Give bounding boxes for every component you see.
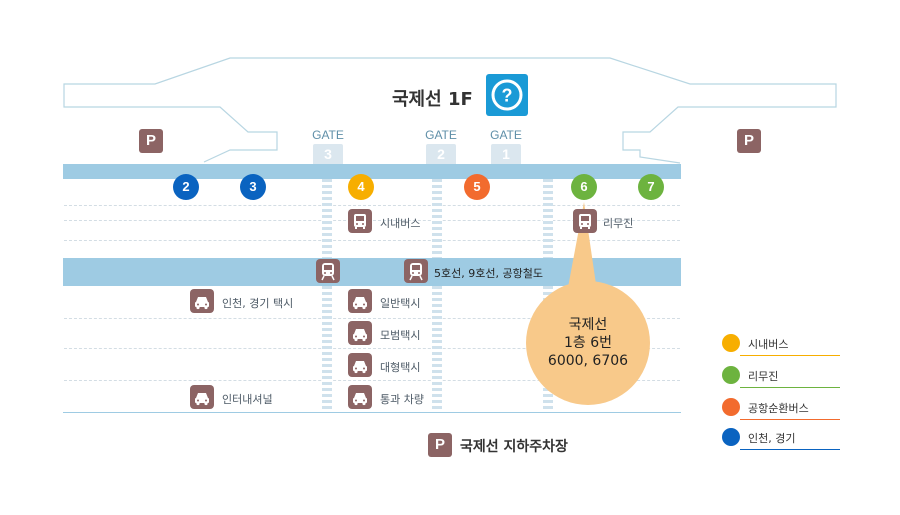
parking-left-badge: P bbox=[139, 129, 163, 153]
gate-2: GATE 2 bbox=[416, 128, 466, 164]
legend-line bbox=[740, 419, 840, 420]
limousine-icon bbox=[573, 209, 597, 233]
incheon-taxi-label: 인천, 경기 택시 bbox=[222, 297, 294, 310]
subway-icon bbox=[316, 259, 340, 283]
stop-2[interactable]: 2 bbox=[173, 174, 199, 200]
car-icon bbox=[348, 385, 372, 409]
legend-line bbox=[740, 449, 840, 450]
lane-line bbox=[64, 318, 680, 319]
crosswalk-gate-2 bbox=[432, 179, 442, 258]
legend-dot bbox=[722, 366, 740, 384]
underground-parking-badge: P bbox=[428, 433, 452, 457]
legend-dot bbox=[722, 428, 740, 446]
legend-label: 시내버스 bbox=[748, 338, 789, 351]
legend-line bbox=[740, 355, 840, 356]
upper-road-band bbox=[63, 164, 681, 179]
legend-dot bbox=[722, 334, 740, 352]
legend-line bbox=[740, 387, 840, 388]
city-bus-icon bbox=[348, 209, 372, 233]
parking-right-badge: P bbox=[737, 129, 761, 153]
underground-parking-label[interactable]: 국제선 지하주차장 bbox=[460, 439, 568, 455]
legend-label: 리무진 bbox=[748, 370, 779, 383]
page-title: 국제선 1F bbox=[392, 89, 473, 110]
gate-1: GATE 1 bbox=[481, 128, 531, 164]
car-icon bbox=[190, 385, 214, 409]
car-icon bbox=[348, 353, 372, 377]
gate-number: 3 bbox=[313, 144, 343, 164]
legend-airport-shuttle: 공항순환버스 bbox=[722, 398, 840, 420]
help-button[interactable]: ? bbox=[486, 74, 528, 116]
stop-3[interactable]: 3 bbox=[240, 174, 266, 200]
callout-text: 국제선 1층 6번 6000, 6706 bbox=[528, 316, 648, 370]
svg-text:?: ? bbox=[502, 86, 513, 106]
gate-label: GATE bbox=[425, 128, 457, 142]
legend-limousine: 리무진 bbox=[722, 366, 840, 388]
gate-label: GATE bbox=[312, 128, 344, 142]
callout-line-3: 6000, 6706 bbox=[547, 353, 629, 369]
car-icon bbox=[190, 289, 214, 313]
gate-number: 2 bbox=[426, 144, 456, 164]
deluxe-taxi-label: 모범택시 bbox=[380, 329, 421, 342]
lane-line bbox=[64, 348, 680, 349]
crosswalk-gate-3 bbox=[322, 286, 332, 412]
regular-taxi-label: 일반택시 bbox=[380, 297, 421, 310]
callout-line-1: 국제선 bbox=[568, 317, 608, 333]
callout-line-2: 1층 6번 bbox=[563, 335, 613, 351]
stop-6[interactable]: 6 bbox=[571, 174, 597, 200]
lane-line bbox=[64, 205, 680, 206]
crosswalk-gate-1 bbox=[543, 179, 553, 258]
bottom-road-line bbox=[63, 412, 681, 413]
city-bus-label: 시내버스 bbox=[380, 217, 421, 230]
lane-line bbox=[64, 240, 680, 241]
car-icon bbox=[348, 289, 372, 313]
legend-dot bbox=[722, 398, 740, 416]
stop-7[interactable]: 7 bbox=[638, 174, 664, 200]
car-icon bbox=[348, 321, 372, 345]
gate-3: GATE 3 bbox=[303, 128, 353, 164]
gate-number: 1 bbox=[491, 144, 521, 164]
subway-icon bbox=[404, 259, 428, 283]
gate-label: GATE bbox=[490, 128, 522, 142]
intl-taxi-label: 인터내셔널 bbox=[222, 393, 273, 406]
legend-label: 공항순환버스 bbox=[748, 402, 809, 415]
legend-city-bus: 시내버스 bbox=[722, 334, 840, 356]
passing-vehicle-label: 통과 차량 bbox=[380, 393, 424, 406]
large-taxi-label: 대형택시 bbox=[380, 361, 421, 374]
limousine-label: 리무진 bbox=[603, 217, 634, 230]
subway-label: 5호선, 9호선, 공항철도 bbox=[434, 267, 543, 280]
question-icon: ? bbox=[491, 79, 523, 111]
route-callout bbox=[526, 202, 650, 405]
legend-incheon-gyeonggi: 인천, 경기 bbox=[722, 428, 840, 450]
lane-line bbox=[64, 380, 680, 381]
legend-label: 인천, 경기 bbox=[748, 432, 796, 445]
stop-5[interactable]: 5 bbox=[464, 174, 490, 200]
lane-line bbox=[64, 220, 680, 221]
stop-4[interactable]: 4 bbox=[348, 174, 374, 200]
crosswalk-gate-2 bbox=[432, 286, 442, 412]
crosswalk-gate-3 bbox=[322, 179, 332, 258]
